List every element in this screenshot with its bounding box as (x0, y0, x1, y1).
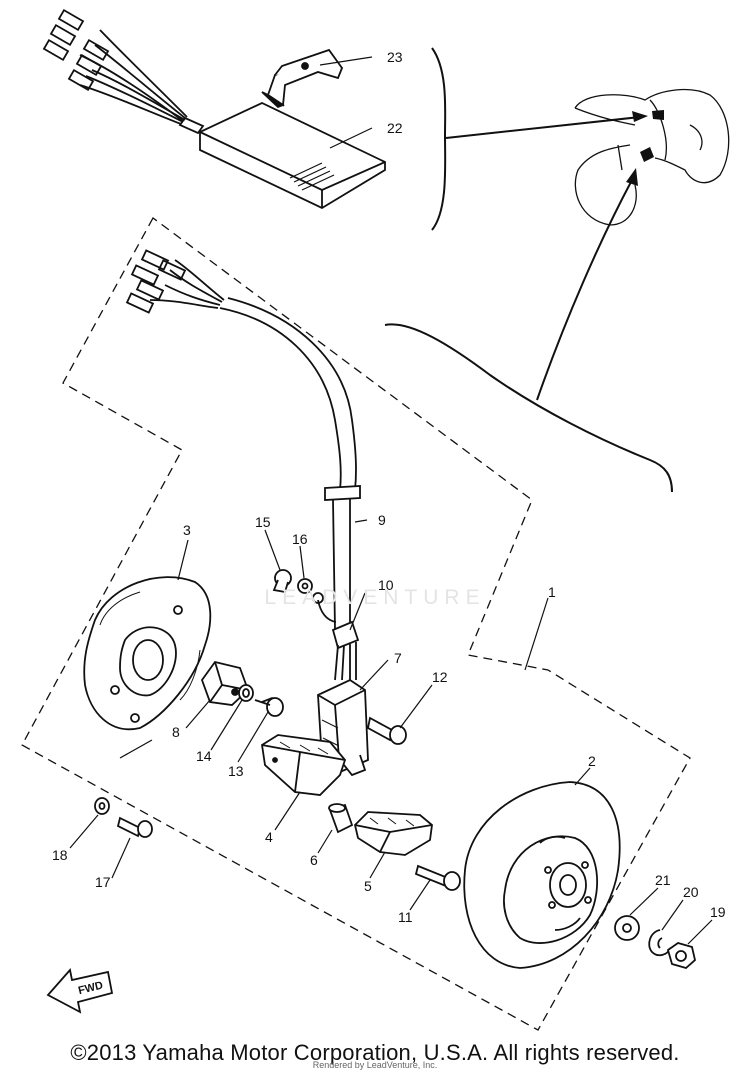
washer-16 (297, 578, 313, 594)
group-brace (431, 47, 447, 231)
collar-6 (328, 803, 354, 834)
location-arrow-upper (445, 116, 641, 139)
callout-12: 12 (432, 669, 448, 685)
callout-16: 16 (292, 531, 308, 547)
bracket-23 (261, 48, 344, 109)
flywheel-rotor-2 (463, 781, 621, 969)
screw-15 (272, 569, 292, 594)
callout-23: 23 (387, 49, 403, 65)
arrowhead-lower (626, 168, 638, 186)
stator-plate-3 (83, 576, 212, 731)
lead-wire-9 (125, 249, 361, 681)
screw-11 (414, 864, 461, 891)
washer-21 (614, 915, 640, 941)
callout-13: 13 (228, 763, 244, 779)
washer-18 (94, 797, 110, 815)
screw-12 (366, 716, 407, 745)
callout-21: 21 (655, 872, 671, 888)
fwd-arrow-icon: FWD (46, 968, 114, 1014)
screw-17 (116, 816, 153, 838)
callout-6: 6 (310, 852, 318, 868)
callout-4: 4 (265, 829, 273, 845)
callout-9: 9 (378, 512, 386, 528)
group-brace-lower (384, 323, 673, 493)
callout-1: 1 (548, 584, 556, 600)
callout-11: 11 (398, 909, 413, 925)
callout-8: 8 (172, 724, 180, 740)
lock-washer-20 (648, 929, 671, 957)
screw-13 (254, 696, 284, 717)
callout-3: 3 (183, 522, 191, 538)
callout-20: 20 (683, 884, 699, 900)
callout-17: 17 (95, 874, 111, 890)
cdi-unit-22 (42, 8, 386, 210)
mount-point-upper (652, 110, 664, 120)
rendered-by-notice: Rendered by LeadVenture, Inc. (312, 1060, 438, 1070)
callout-7: 7 (394, 650, 402, 666)
callout-22: 22 (387, 120, 403, 136)
copyright-notice: ©2013 Yamaha Motor Corporation, U.S.A. A… (70, 1040, 680, 1065)
mount-point-lower (640, 147, 654, 162)
motorcycle-outline (574, 88, 730, 226)
callout-19: 19 (710, 904, 726, 920)
washer-14 (238, 684, 254, 702)
watermark: LEADVENTURE (264, 586, 486, 609)
callout-5: 5 (364, 878, 372, 894)
assembly-boundary-dashed (21, 217, 691, 1031)
callout-18: 18 (52, 847, 68, 863)
leader-lines (69, 56, 713, 945)
fwd-label: FWD (77, 979, 104, 997)
callout-10: 10 (378, 577, 394, 593)
location-arrow-lower (536, 179, 633, 401)
nut-19 (666, 942, 696, 970)
callout-14: 14 (196, 748, 212, 764)
arrowhead-upper (632, 111, 648, 122)
callout-2: 2 (588, 753, 596, 769)
pulser-coil-5 (354, 811, 433, 856)
callout-15: 15 (255, 514, 271, 530)
pulser-coil-4 (261, 734, 347, 796)
